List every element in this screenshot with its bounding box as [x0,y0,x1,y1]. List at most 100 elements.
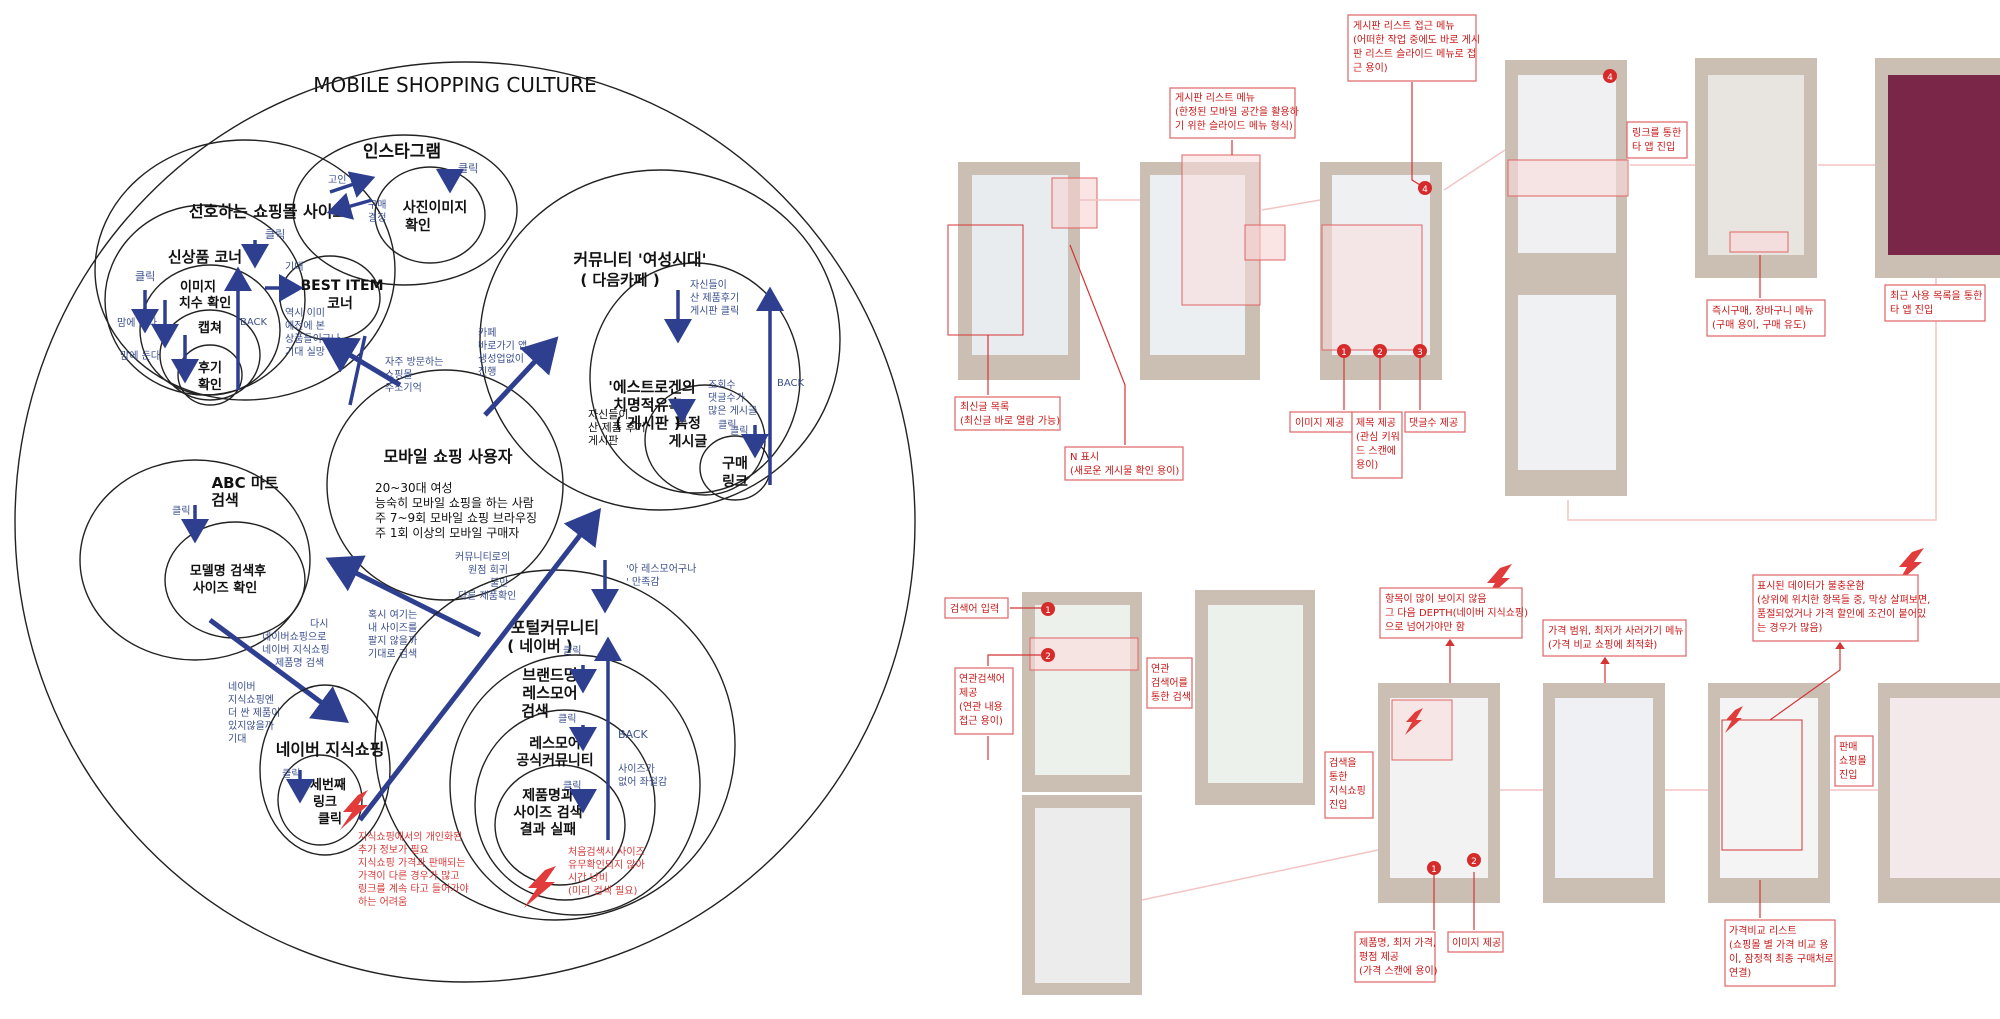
pain-bolt-1 [340,790,368,830]
badge-top-3-label: 3 [1417,348,1423,358]
user-circle [326,369,564,601]
newest-1: 최신글 목록 [960,401,1009,413]
related-4: 접근 용이) [959,715,1003,727]
cafe-note-2: 산 제품후기 [690,292,739,304]
new-corner-title: 신상품 코너 [168,248,242,266]
naver-note1-4: 제품명 검색 [275,657,324,669]
brand-circle [449,654,701,916]
box-recent-enter [1884,284,1986,322]
seller-1: 판매 [1839,741,1857,753]
naver-note1-1: 다시 [310,618,328,630]
board-menu-3: 기 위한 슬라이드 메뉴 형식) [1175,119,1293,132]
user-desc-1: 20~30대 여성 [375,481,453,495]
portal-subtitle: ( 네이버 ) [507,637,573,655]
post-1: 특정 [675,415,701,432]
arrow-f9 [348,335,367,406]
instant-buy-2: (구매 용이, 구매 유도) [1712,319,1806,331]
badge-bot-3-label: 1 [1431,865,1437,875]
third-link-1: 세번째 [310,778,346,793]
compare-list-3: 이, 잠정적 최종 구매처로 [1729,953,1834,965]
search-enter-3: 지식쇼핑 [1329,785,1366,797]
arrow-u1 [320,337,402,388]
third-link-2: 링크 [313,795,337,810]
board-3: ( 게시판 ) [615,414,681,432]
board-note-3: 게시판 [588,434,618,447]
purchase-2: 결정 [368,212,386,224]
seller-3: 진입 [1839,768,1857,781]
photo-label-2: 확인 [405,217,431,234]
line-related [987,654,1045,666]
maybe-note-3: 팔지 않을까 [368,635,417,647]
items-hidden-2: 그 다음 DEPTH(네이버 지식쇼핑) [1385,607,1528,619]
naver-note1-2: 네이버쇼핑으로 [262,631,326,643]
overlay-top-2b [1244,224,1286,261]
like-1: 맘에 든다 [117,317,157,329]
diagram-title: MOBILE SHOPPING CULTURE [313,73,596,97]
seller-2: 쇼핑몰 [1839,755,1867,767]
board-access-3: 판 리스트 슬라이드 메뉴로 접 [1353,48,1476,60]
search-enter-1: 검색을 [1329,757,1357,769]
related-search-1: 연관 [1151,663,1169,675]
culture-diagram: MOBILE SHOPPING CULTURE 인스타그램 클릭 사진이미지 확… [14,61,916,983]
pain1-4: 가격이 다른 경우가 많고 [358,869,460,882]
box-image-bot [1447,931,1504,953]
screen-bot-1 [1035,605,1130,775]
badge-bot-4 [1467,853,1481,867]
unneeded-3: 품절되었거나 가격 할인에 조건이 붙어있 [1757,607,1926,620]
line-n-mark [1069,244,1126,445]
like-2: 맘에 든다 [120,350,160,362]
screen-bot-6 [1720,698,1818,878]
box-unneeded [1752,574,1919,642]
maybe-note-2: 내 사이즈를 [368,622,417,634]
cafe-circle [479,169,841,511]
pain2-1: 처음검색시 사이즈 [568,846,645,858]
cafe-link-note-4: 진행 [478,366,496,378]
cafe-click-2: 클릭 [730,425,748,437]
cafe-link-note-2: 바로가기 앱 [478,340,527,352]
image-bot: 이미지 제공 [1452,937,1501,949]
naver-note1-3: 네이버 지식쇼핑 [262,644,330,656]
goin-label: 고인 [328,174,346,186]
community-note-1: 커뮤니티로의 [455,551,510,563]
brand-3: 검색 [521,702,549,720]
box-title-provide [1351,411,1403,479]
capture-circle [159,309,261,401]
recent-enter-2: 타 앱 진입 [1890,303,1933,316]
instant-buy-1: 즉시구매, 장바구니 메뉴 [1712,305,1814,317]
board-access-4: 근 용이) [1353,62,1388,74]
size-note-2: 없어 좌절감 [618,775,667,788]
best-item-1: BEST ITEM [301,278,384,294]
search-enter-4: 진입 [1329,798,1347,811]
naver-note2-3: 더 싼 제품이 [228,707,280,719]
flow-t2 [1261,199,1321,211]
model-2: 사이즈 확인 [193,580,257,596]
arrow-a3 [208,617,350,723]
title-provide-1: 제목 제공 [1356,417,1396,429]
board-menu-2: (한정된 모바일 공간을 활용하 [1175,105,1299,118]
overlay-top-6 [1729,231,1789,253]
maybe-note-1: 혹시 여기는 [368,608,417,621]
abc-click: 클릭 [172,505,190,517]
box-link-enter [1626,121,1688,159]
official-circle [474,709,656,901]
arrow-f2 [326,192,373,220]
overlay-top-3 [1321,224,1423,351]
visit-note-3: 주소기억 [385,382,422,394]
price-range-1: 가격 범위, 최저가 사러가기 메뉴 [1548,624,1684,637]
pain2-3: 시간 낭비 [568,872,608,884]
n-mark-2: (새로운 게시물 확인 용이) [1070,465,1179,477]
community-note-2: 원점 회귀 [468,564,508,576]
pain1-3: 지식쇼핑 가격과 판매되는 [358,856,466,869]
highlight-bot-6 [1721,719,1803,851]
badge-top-4-label: 4 [1422,185,1428,195]
link-enter-2: 타 앱 진입 [1632,140,1675,153]
third-link-3: 클릭 [318,812,342,827]
box-items-hidden [1379,587,1523,639]
title-provide-3: 드 스캔에 [1356,445,1396,457]
badge-top-3 [1413,344,1427,358]
favorite-site-title: 선호하는 쇼핑몰 사이트 [189,202,348,221]
box-instant-buy [1706,299,1826,337]
brand-1: 브랜드명 [522,666,577,684]
cafe-note-3: 게시판 클릭 [690,305,739,317]
naver-note2-1: 네이버 [228,681,256,693]
